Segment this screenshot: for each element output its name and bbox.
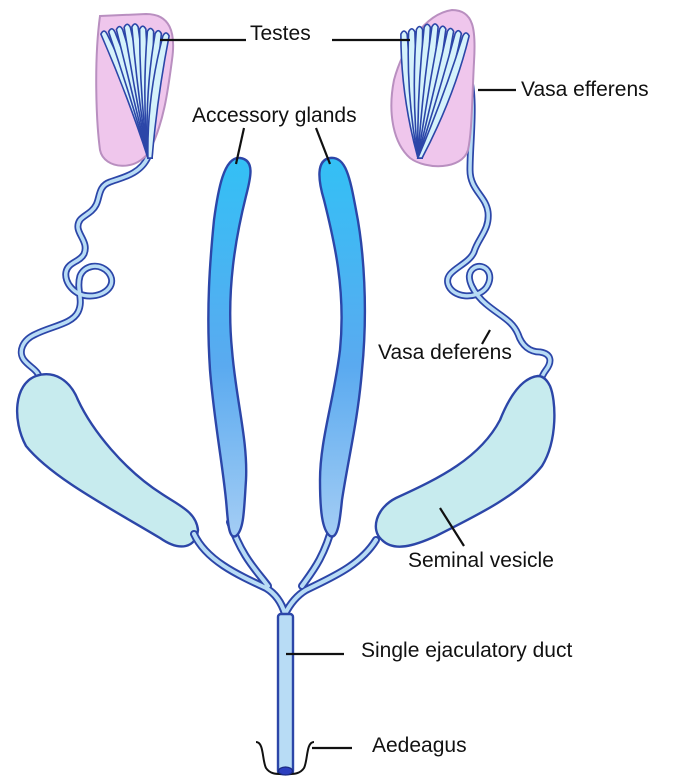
gonopore xyxy=(279,767,293,775)
ejaculatory-duct-tube xyxy=(278,614,293,774)
label-testes: Testes xyxy=(250,22,311,45)
label-seminal-vesicle: Seminal vesicle xyxy=(408,549,554,572)
left-reproductive-organs xyxy=(17,14,198,546)
label-accessory-glands: Accessory glands xyxy=(192,104,357,127)
central-ducts xyxy=(194,522,376,775)
right-accessory-gland xyxy=(319,158,364,537)
label-aedeagus: Aedeagus xyxy=(372,734,467,757)
left-accessory-gland xyxy=(208,158,250,537)
label-ejaculatory-duct: Single ejaculatory duct xyxy=(361,639,572,662)
left-vas-deferens xyxy=(21,157,148,382)
accessory-glands-leader-right xyxy=(316,128,330,164)
label-vasa-efferens: Vasa efferens xyxy=(521,78,649,101)
left-seminal-vesicle xyxy=(17,374,198,546)
right-seminal-vesicle xyxy=(376,376,555,547)
right-testis xyxy=(391,10,474,166)
left-testis xyxy=(96,14,173,166)
label-vasa-deferens: Vasa deferens xyxy=(378,341,512,364)
